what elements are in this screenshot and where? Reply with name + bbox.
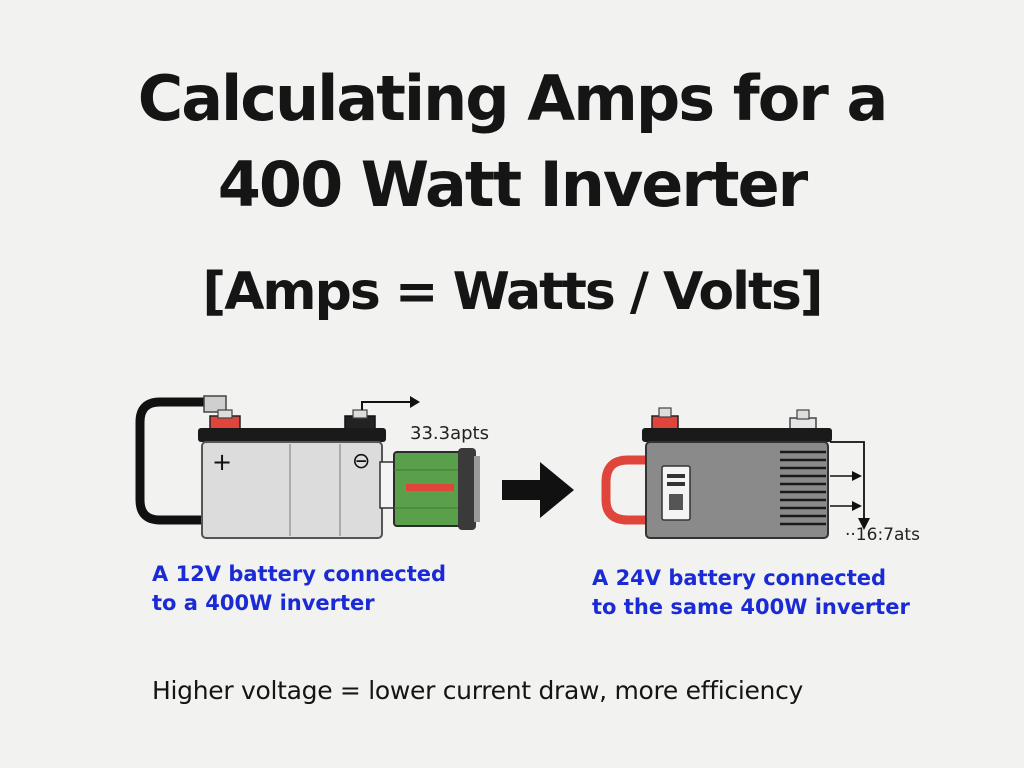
positive-symbol: + xyxy=(212,448,232,476)
left-caption-line-1: A 12V battery connected xyxy=(152,562,447,586)
left-current-label: 33.3apts xyxy=(410,423,489,444)
inverter-indicator-bar xyxy=(406,484,454,491)
right-battery-vents xyxy=(780,450,826,526)
left-caption-line-2: to a 400W inverter xyxy=(152,591,375,615)
right-caption-line-1: A 24V battery connected xyxy=(592,566,887,590)
title-line-1: Calculating Amps for a xyxy=(137,62,889,135)
left-inverter-mount xyxy=(379,461,395,509)
right-battery-setup xyxy=(601,407,870,539)
negative-symbol: ⊖ xyxy=(352,449,370,474)
right-battery-body xyxy=(645,441,829,539)
right-battery-lid xyxy=(642,428,832,442)
right-cable xyxy=(601,455,651,525)
summary-text: Higher voltage = lower current draw, mor… xyxy=(152,676,804,705)
transition-arrow xyxy=(502,462,574,518)
inverter-end-cap xyxy=(458,448,476,530)
left-caption: A 12V battery connected to a 400W invert… xyxy=(152,560,446,618)
right-positive-terminal xyxy=(651,415,679,431)
right-current-arrow xyxy=(830,441,865,522)
right-caption: A 24V battery connected to the same 400W… xyxy=(592,564,910,622)
formula: [Amps = Watts / Volts] xyxy=(202,262,823,322)
left-cable xyxy=(135,397,215,525)
left-current-arrow xyxy=(361,401,418,410)
right-current-label: ··16:7ats xyxy=(845,525,920,545)
right-caption-line-2: to the same 400W inverter xyxy=(592,595,910,619)
left-battery-setup xyxy=(135,395,480,539)
left-battery-lid xyxy=(198,428,386,442)
left-cable-clamp xyxy=(203,395,227,413)
title-line-2: 400 Watt Inverter xyxy=(217,148,808,221)
